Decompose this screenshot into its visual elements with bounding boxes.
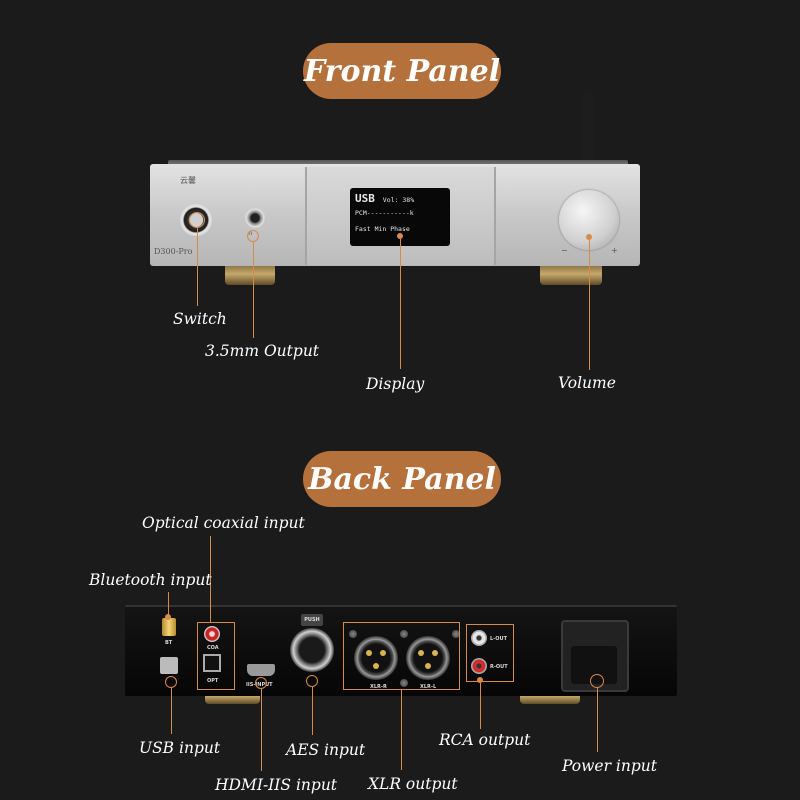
volume-leader — [589, 240, 590, 370]
hdmi-leader — [261, 689, 262, 771]
r-out-label: R-OUT — [490, 664, 508, 670]
device-foot — [225, 263, 275, 285]
power-label: Power input — [562, 757, 657, 775]
aes-label: AES input — [286, 741, 366, 759]
brand-mark: 云馨 — [180, 176, 196, 185]
xlr-box — [343, 622, 460, 690]
xlr-left-port-icon — [406, 636, 450, 680]
aes-leader — [312, 687, 313, 735]
screen-volume: Vol: 38% — [382, 196, 415, 204]
rca-box — [466, 624, 514, 682]
rca-leader — [480, 683, 481, 729]
opt-port-label: OPT — [207, 678, 219, 684]
output-35mm-label: 3.5mm Output — [205, 342, 320, 360]
rca-marker — [477, 677, 483, 683]
display-screen: USB Vol: 38% PCM-----------k Fast Min Ph… — [350, 188, 450, 246]
display-label: Display — [366, 375, 425, 393]
usb-marker — [165, 676, 177, 688]
device-foot — [540, 263, 602, 285]
output-35mm-marker — [247, 230, 259, 242]
bluetooth-label: Bluetooth input — [89, 571, 212, 589]
output-35mm-leader — [253, 242, 254, 338]
bluetooth-leader — [168, 592, 169, 618]
model-name: D300-Pro — [154, 247, 193, 256]
bluetooth-marker — [165, 614, 171, 620]
bluetooth-antenna-connector-icon — [162, 618, 176, 636]
coa-port-label: COA — [207, 645, 219, 651]
rca-label: RCA output — [439, 731, 531, 749]
screen-format: PCM-----------k — [355, 209, 414, 217]
optical-coaxial-box — [197, 622, 235, 690]
display-leader — [400, 239, 401, 369]
aes-marker — [306, 675, 318, 687]
optical-coaxial-label: Optical coaxial input — [142, 514, 305, 532]
hdmi-marker — [255, 677, 267, 689]
l-out-label: L-OUT — [490, 636, 507, 642]
power-leader — [597, 688, 598, 752]
coaxial-port-icon — [204, 626, 220, 642]
rca-left-port-icon — [471, 630, 487, 646]
switch-leader — [197, 228, 198, 306]
switch-label: Switch — [173, 310, 227, 328]
xlr-l-label: XLR-L — [420, 684, 437, 690]
optical-coaxial-leader — [210, 536, 211, 622]
hdmi-port-icon — [247, 664, 275, 676]
switch-marker — [189, 212, 205, 228]
usb-leader — [171, 688, 172, 734]
screen-source: USB — [355, 192, 375, 205]
xlr-leader — [401, 690, 402, 770]
knob-plus: + — [611, 246, 618, 255]
back-panel-heading: Back Panel — [303, 451, 501, 507]
usb-port-icon — [160, 657, 178, 674]
headphone-jack-icon — [245, 208, 265, 228]
screw — [452, 630, 460, 638]
power-marker — [590, 674, 604, 688]
screw — [349, 630, 357, 638]
volume-marker — [586, 234, 592, 240]
aes-push-tab: PUSH — [301, 614, 323, 626]
rca-right-port-icon — [471, 658, 487, 674]
optical-port-icon — [203, 654, 221, 672]
xlr-label: XLR output — [368, 775, 458, 793]
xlr-r-label: XLR-R — [370, 684, 387, 690]
screw — [400, 630, 408, 638]
xlr-right-port-icon — [354, 636, 398, 680]
aes-port-icon — [290, 628, 334, 672]
screw — [400, 679, 408, 687]
display-marker — [397, 233, 403, 239]
hdmi-iis-label: HDMI-IIS input — [215, 776, 338, 794]
volume-label: Volume — [558, 374, 616, 392]
bt-port-label: BT — [165, 640, 173, 646]
front-panel-heading: Front Panel — [303, 43, 501, 99]
antenna-icon — [583, 92, 593, 168]
screen-filter: Fast Min Phase — [355, 225, 410, 233]
usb-label: USB input — [139, 739, 221, 757]
knob-minus: − — [561, 246, 568, 255]
